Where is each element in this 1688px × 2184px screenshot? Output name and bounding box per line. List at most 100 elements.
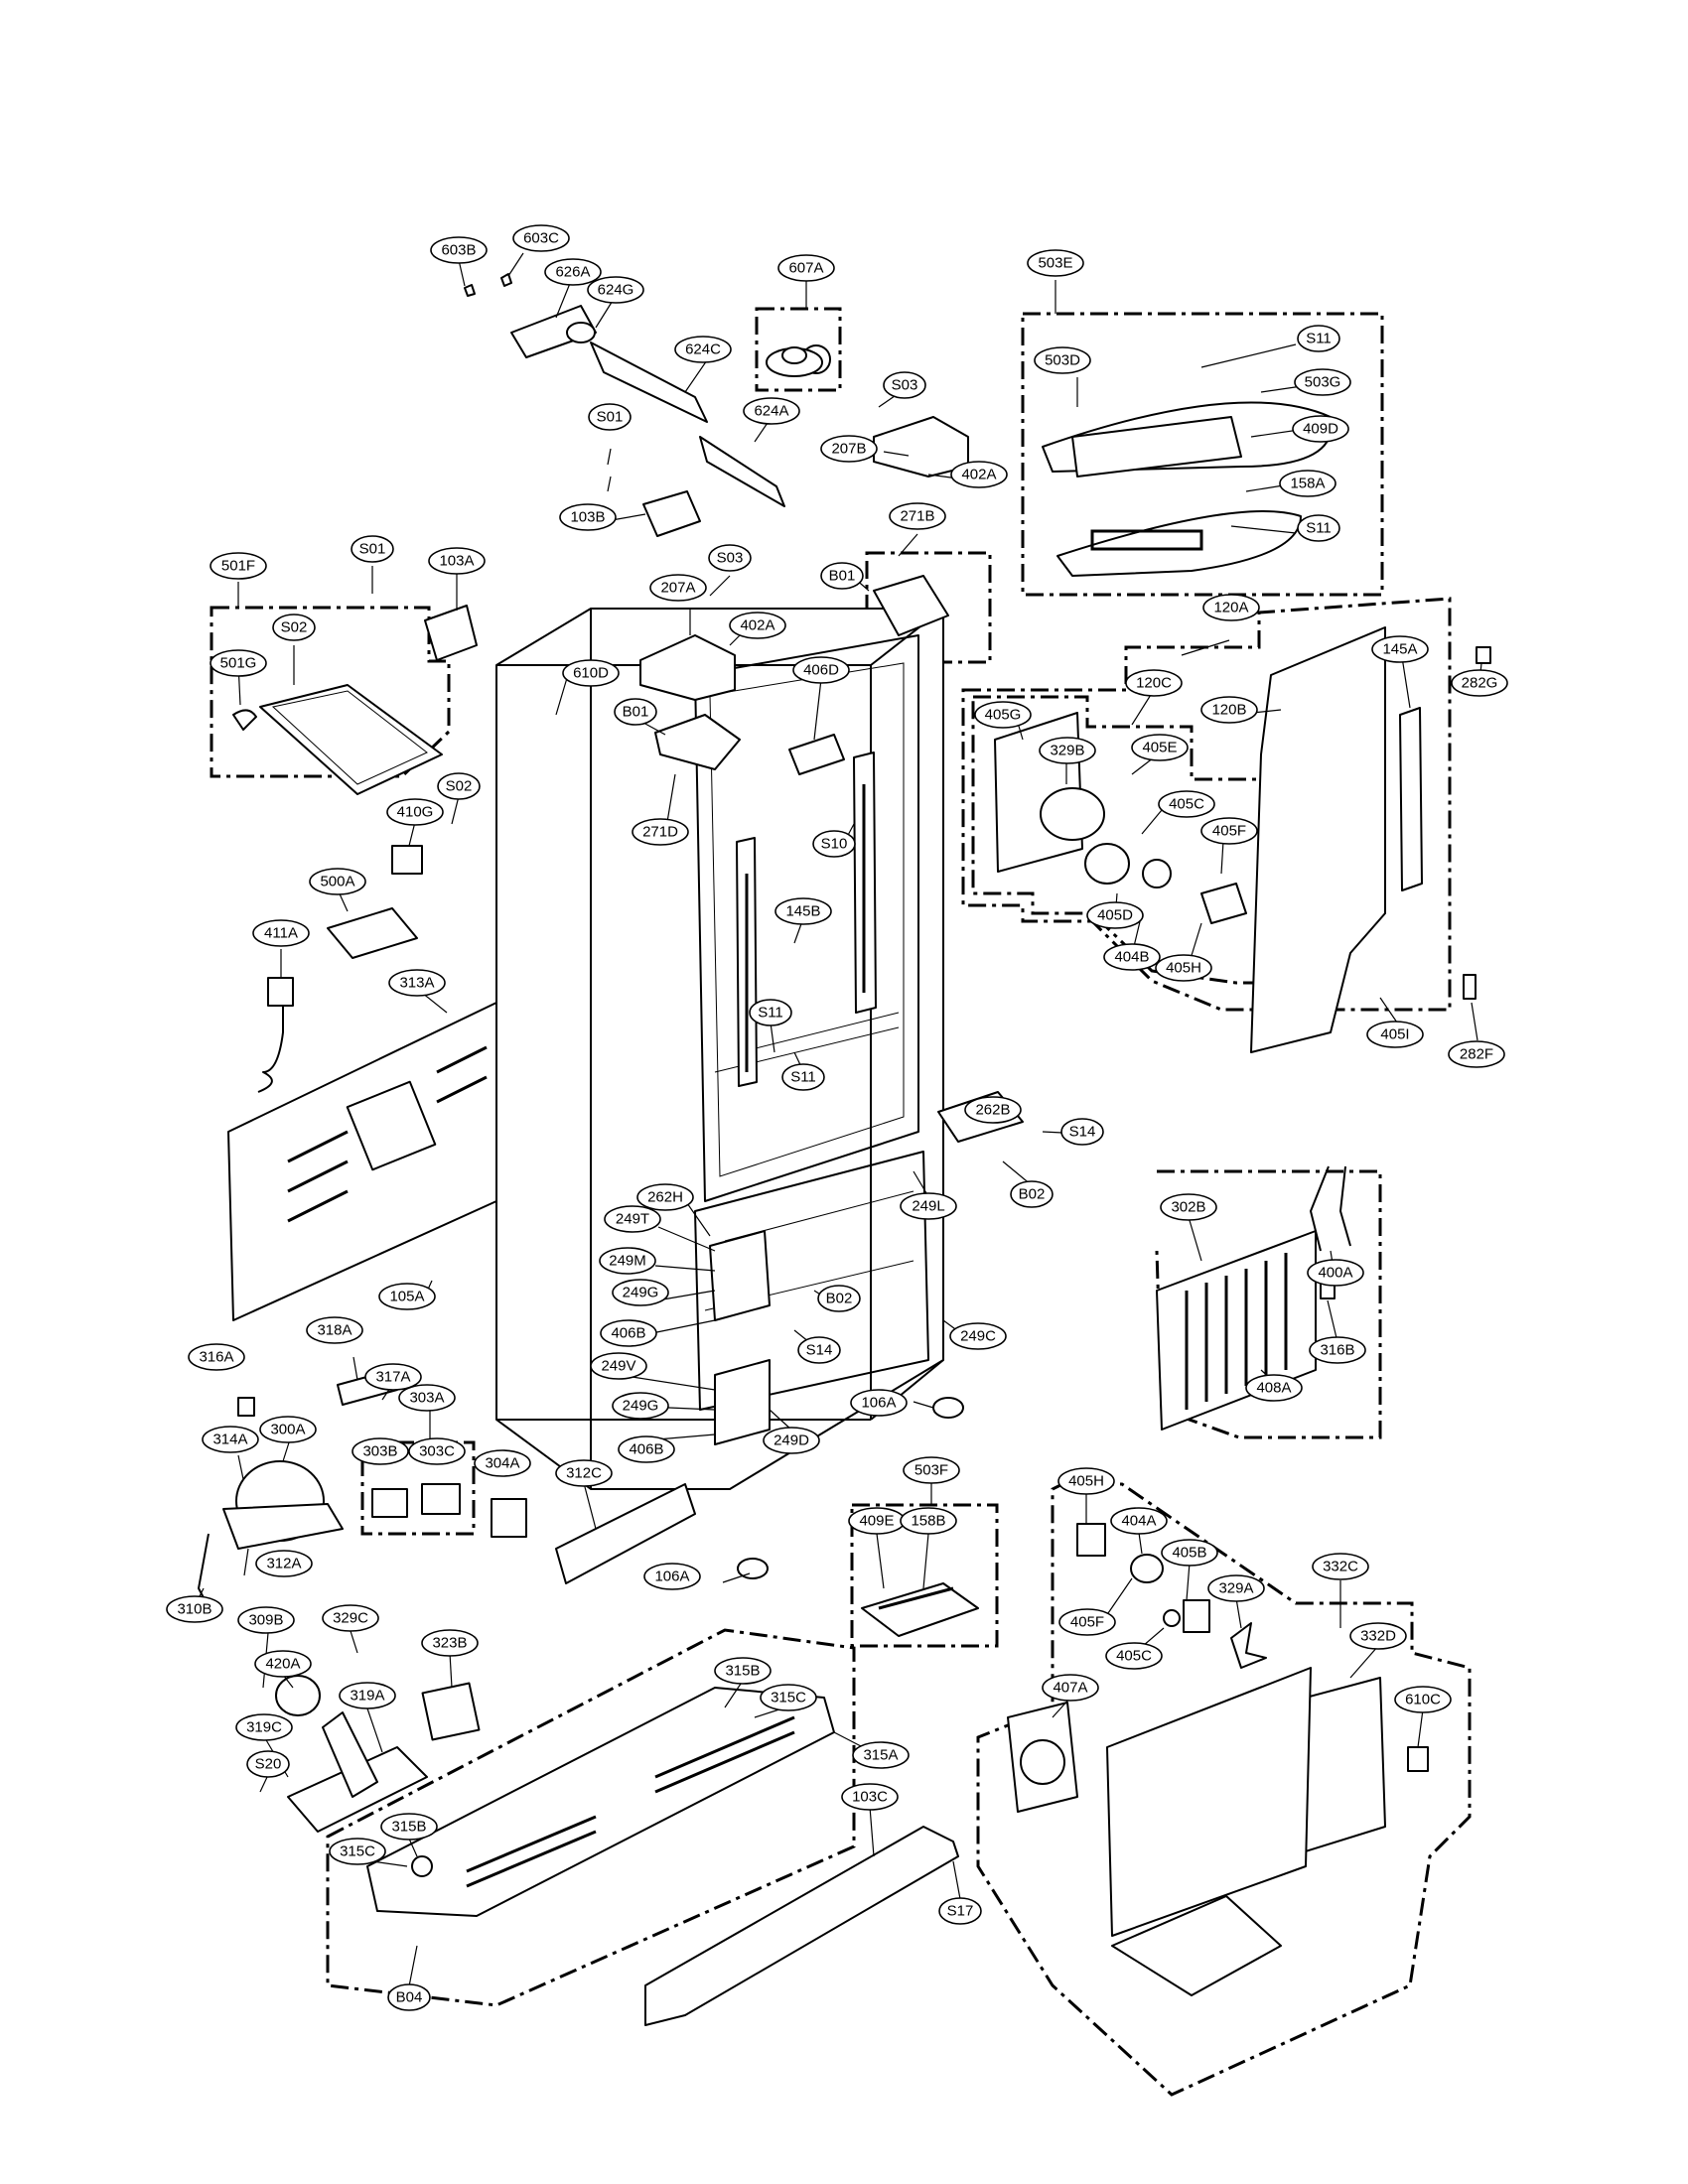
callout-text: 624A bbox=[754, 403, 788, 420]
callout-ellipse bbox=[364, 1363, 422, 1391]
callout-312c: 312C bbox=[555, 1459, 613, 1487]
callout-249t: 249T bbox=[604, 1205, 661, 1233]
callout-ellipse bbox=[1057, 1467, 1115, 1495]
callout-text: 503G bbox=[1305, 374, 1341, 391]
callout-ellipse bbox=[544, 258, 602, 286]
callout-text: 329A bbox=[1218, 1580, 1253, 1597]
callout-607a: 607A bbox=[777, 254, 835, 282]
callout-103c: 103C bbox=[841, 1783, 899, 1811]
callout-ellipse bbox=[254, 1650, 312, 1678]
callout-501f: 501F bbox=[210, 552, 267, 580]
callout-text: 500A bbox=[320, 874, 354, 890]
callout-315a: 315A bbox=[852, 1741, 910, 1769]
callout-ellipse bbox=[1110, 1507, 1168, 1535]
callout-ellipse bbox=[237, 1606, 295, 1634]
callout-text: 408A bbox=[1256, 1380, 1291, 1397]
callout-text: 402A bbox=[961, 467, 996, 483]
callout-text: 314A bbox=[212, 1432, 247, 1448]
callout-ellipse bbox=[1366, 1021, 1424, 1048]
callout-ellipse bbox=[387, 1983, 431, 2011]
callout-ellipse bbox=[743, 397, 800, 425]
callout-503g: 503G bbox=[1294, 368, 1351, 396]
callout-text: 626A bbox=[555, 264, 590, 281]
callout-329a: 329A bbox=[1207, 1574, 1265, 1602]
callout-405g: 405G bbox=[974, 701, 1032, 729]
callout-s14b: S14 bbox=[797, 1336, 841, 1364]
callout-text: 420A bbox=[265, 1656, 300, 1673]
callout-120b: 120B bbox=[1200, 696, 1258, 724]
callout-ellipse bbox=[210, 649, 267, 677]
callout-332c: 332C bbox=[1312, 1553, 1369, 1580]
callout-s11b: S11 bbox=[1297, 514, 1340, 542]
part-310B bbox=[198, 1533, 210, 1604]
callout-ellipse bbox=[1371, 635, 1429, 663]
callout-103b: 103B bbox=[559, 503, 617, 531]
callout-text: 501G bbox=[220, 655, 257, 672]
callout-ellipse bbox=[618, 1435, 675, 1463]
callout-420a: 420A bbox=[254, 1650, 312, 1678]
part-312C bbox=[555, 1483, 696, 1584]
callout-ellipse bbox=[590, 1352, 647, 1380]
callout-626a: 626A bbox=[544, 258, 602, 286]
callout-text: 106A bbox=[654, 1569, 689, 1585]
callout-400a: 400A bbox=[1307, 1259, 1364, 1287]
callout-ellipse bbox=[437, 772, 481, 800]
callout-text: 405F bbox=[1070, 1614, 1104, 1631]
callout-207b: 207B bbox=[820, 435, 878, 463]
callout-b02b: B02 bbox=[817, 1285, 861, 1312]
callout-503e: 503E bbox=[1027, 249, 1084, 277]
callout-text: 405D bbox=[1097, 907, 1133, 924]
callout-405e: 405E bbox=[1131, 734, 1189, 761]
callout-text: 405B bbox=[1172, 1545, 1206, 1562]
callout-ellipse bbox=[1349, 1622, 1407, 1650]
callout-text: 315C bbox=[340, 1843, 375, 1860]
fan-parts-405 bbox=[1076, 1523, 1267, 1669]
callout-249d: 249D bbox=[763, 1427, 820, 1454]
callout-text: 503D bbox=[1045, 352, 1080, 369]
callout-ellipse bbox=[604, 1205, 661, 1233]
callout-ellipse bbox=[708, 544, 752, 572]
part-282-clips bbox=[1463, 646, 1491, 1000]
part-103C-cover bbox=[644, 1826, 959, 2026]
part-271-hinges bbox=[654, 575, 949, 770]
callout-624c: 624C bbox=[674, 336, 732, 363]
callout-405d: 405D bbox=[1086, 901, 1144, 929]
callout-text: 120B bbox=[1211, 702, 1246, 719]
callout-402aa: 402A bbox=[950, 461, 1008, 488]
callout-207a: 207A bbox=[649, 574, 707, 602]
callout-ellipse bbox=[777, 254, 835, 282]
callout-text: 405I bbox=[1380, 1026, 1409, 1043]
callout-text: 207A bbox=[660, 580, 695, 597]
callout-text: 407A bbox=[1053, 1680, 1087, 1697]
callout-b04: B04 bbox=[387, 1983, 431, 2011]
callout-ellipse bbox=[380, 1813, 438, 1841]
callout-ellipse bbox=[202, 1426, 259, 1453]
callout-text: 316A bbox=[199, 1349, 233, 1366]
callout-ellipse bbox=[1207, 1574, 1265, 1602]
callout-ellipse bbox=[612, 1279, 669, 1306]
callout-b01b: B01 bbox=[614, 698, 657, 726]
part-610C bbox=[1407, 1746, 1429, 1772]
callout-ellipse bbox=[889, 502, 946, 530]
callout-ellipse bbox=[378, 1283, 436, 1310]
callout-158b: 158B bbox=[900, 1507, 957, 1535]
callout-text: 145A bbox=[1382, 641, 1417, 658]
callout-329c: 329C bbox=[322, 1604, 379, 1632]
callout-120a: 120A bbox=[1202, 594, 1260, 621]
callout-ellipse bbox=[774, 897, 832, 925]
callout-text: 249L bbox=[912, 1198, 944, 1215]
callout-ellipse bbox=[351, 535, 394, 563]
part-323B bbox=[421, 1682, 481, 1741]
callout-ellipse bbox=[512, 224, 570, 252]
callout-ellipse bbox=[820, 435, 878, 463]
callout-text: 610D bbox=[573, 665, 609, 682]
callout-ellipse bbox=[1297, 514, 1340, 542]
callout-106aa: 106A bbox=[850, 1389, 908, 1417]
callout-text: 249M bbox=[609, 1253, 646, 1270]
callout-ellipse bbox=[398, 1384, 456, 1412]
callout-ellipse bbox=[329, 1838, 386, 1865]
callout-text: S02 bbox=[446, 778, 473, 795]
callout-text: 404B bbox=[1114, 949, 1149, 966]
callout-ellipse bbox=[1309, 1336, 1366, 1364]
